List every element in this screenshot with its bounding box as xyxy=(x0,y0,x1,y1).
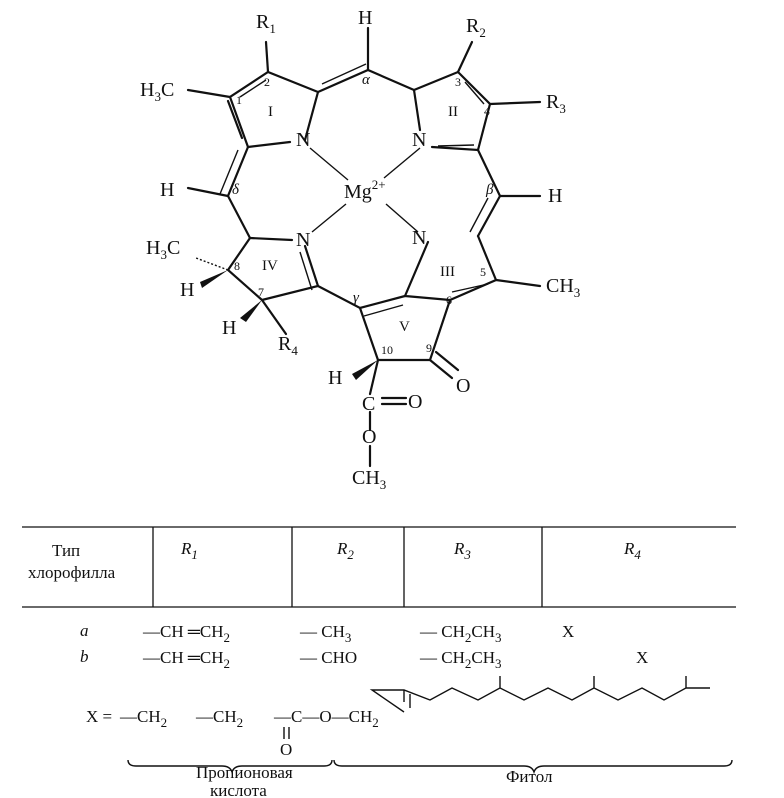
pos-3: 3 xyxy=(455,75,461,89)
ring-label-v: V xyxy=(399,319,410,335)
ring-label-iv: IV xyxy=(262,258,278,274)
propionic-brace xyxy=(127,759,333,775)
row-a-r3: — CH2CH3 xyxy=(419,622,502,645)
gamma-label: γ xyxy=(353,290,360,306)
table-header-r3: R3 xyxy=(453,539,471,562)
propionic-label-line2: кислота xyxy=(210,781,267,798)
row-b-r3: — CH2CH3 xyxy=(419,648,502,671)
row-b-type: b xyxy=(80,647,89,666)
mg-label: Mg2+ xyxy=(344,177,386,203)
pos-5: 5 xyxy=(480,265,486,279)
row-b-r1: —CH ═CH2 xyxy=(142,648,230,671)
h7-label: H xyxy=(222,317,236,339)
row-a-r2: — CH3 xyxy=(299,622,351,645)
ether-o-label: O xyxy=(362,426,376,448)
r1-label: R1 xyxy=(256,11,276,36)
ring-label-iii: III xyxy=(440,264,455,280)
ring-label-i: I xyxy=(268,104,273,120)
h10-label: H xyxy=(328,367,342,389)
table-header-type-line1: Тип xyxy=(52,541,80,560)
x-equals: X = xyxy=(86,707,112,726)
ketone-o-label: O xyxy=(456,375,470,397)
pos-8: 8 xyxy=(234,259,240,273)
ester-o-label: O xyxy=(408,391,422,413)
r4-label: R4 xyxy=(278,333,298,358)
table-header-r4: R4 xyxy=(623,539,641,562)
pos-2: 2 xyxy=(264,75,270,89)
r3-label: R3 xyxy=(546,91,566,116)
alpha-h-label: H xyxy=(358,7,372,29)
table-header-type-line2: хлорофилла xyxy=(28,563,116,582)
row-b-r4: X xyxy=(636,648,648,667)
pos-6: 6 xyxy=(446,293,452,307)
phytol-brace xyxy=(333,759,733,775)
table-header-r2: R2 xyxy=(336,539,354,562)
ester-c-label: C xyxy=(362,393,375,415)
ch3-ring-iii-label: CH3 xyxy=(546,275,580,300)
beta-h-label: H xyxy=(548,185,562,207)
molecule-labels: R1 H R2 R3 H3C 1 2 3 4 5 6 7 8 9 10 I II… xyxy=(140,7,580,492)
pos-1: 1 xyxy=(236,93,242,107)
n-ring-i: N xyxy=(296,129,310,151)
row-a-r1: —CH ═CH2 xyxy=(142,622,230,645)
ring-label-ii: II xyxy=(448,104,458,120)
alpha-label: α xyxy=(362,72,371,88)
row-a-r4: X xyxy=(562,622,574,641)
row-a-type: a xyxy=(80,621,89,640)
x-part3: —C—O—CH2 xyxy=(273,707,379,730)
table-header-r1: R1 xyxy=(180,539,198,562)
row-b-r2: — CHO xyxy=(299,648,357,667)
propionic-label-line1: Пропионовая xyxy=(196,763,293,782)
r2-label: R2 xyxy=(466,15,486,40)
phytol-chain xyxy=(369,676,710,713)
x-carbonyl-o: O xyxy=(280,740,292,759)
substituent-table: Тип хлорофилла R1 R2 R3 R4 a —CH ═CH2 — … xyxy=(22,526,736,671)
delta-h-label: H xyxy=(160,179,174,201)
h8-label: H xyxy=(180,279,194,301)
ring-v-bonds xyxy=(358,298,452,362)
n-ring-ii: N xyxy=(412,129,426,151)
pos-4: 4 xyxy=(484,104,490,118)
pos-10: 10 xyxy=(381,343,393,357)
delta-label: δ xyxy=(232,182,240,198)
x-part2: —CH2 xyxy=(195,707,243,730)
molecule-bonds xyxy=(186,26,542,468)
beta-label: β xyxy=(485,182,494,198)
pos-7: 7 xyxy=(258,285,264,299)
phytol-label: Фитол xyxy=(506,767,553,786)
methyl-label: CH3 xyxy=(352,467,386,492)
n-ring-iv: N xyxy=(296,229,310,251)
h3c-top-label: H3C xyxy=(140,79,174,104)
x-formula: X = —CH2 —CH2 —C—O—CH2 O Пропионовая кис… xyxy=(86,676,733,798)
h3c-ring-iv-label: H3C xyxy=(146,237,180,262)
x-part1: —CH2 xyxy=(119,707,167,730)
n-ring-iii: N xyxy=(412,227,426,249)
pos-9: 9 xyxy=(426,341,432,355)
